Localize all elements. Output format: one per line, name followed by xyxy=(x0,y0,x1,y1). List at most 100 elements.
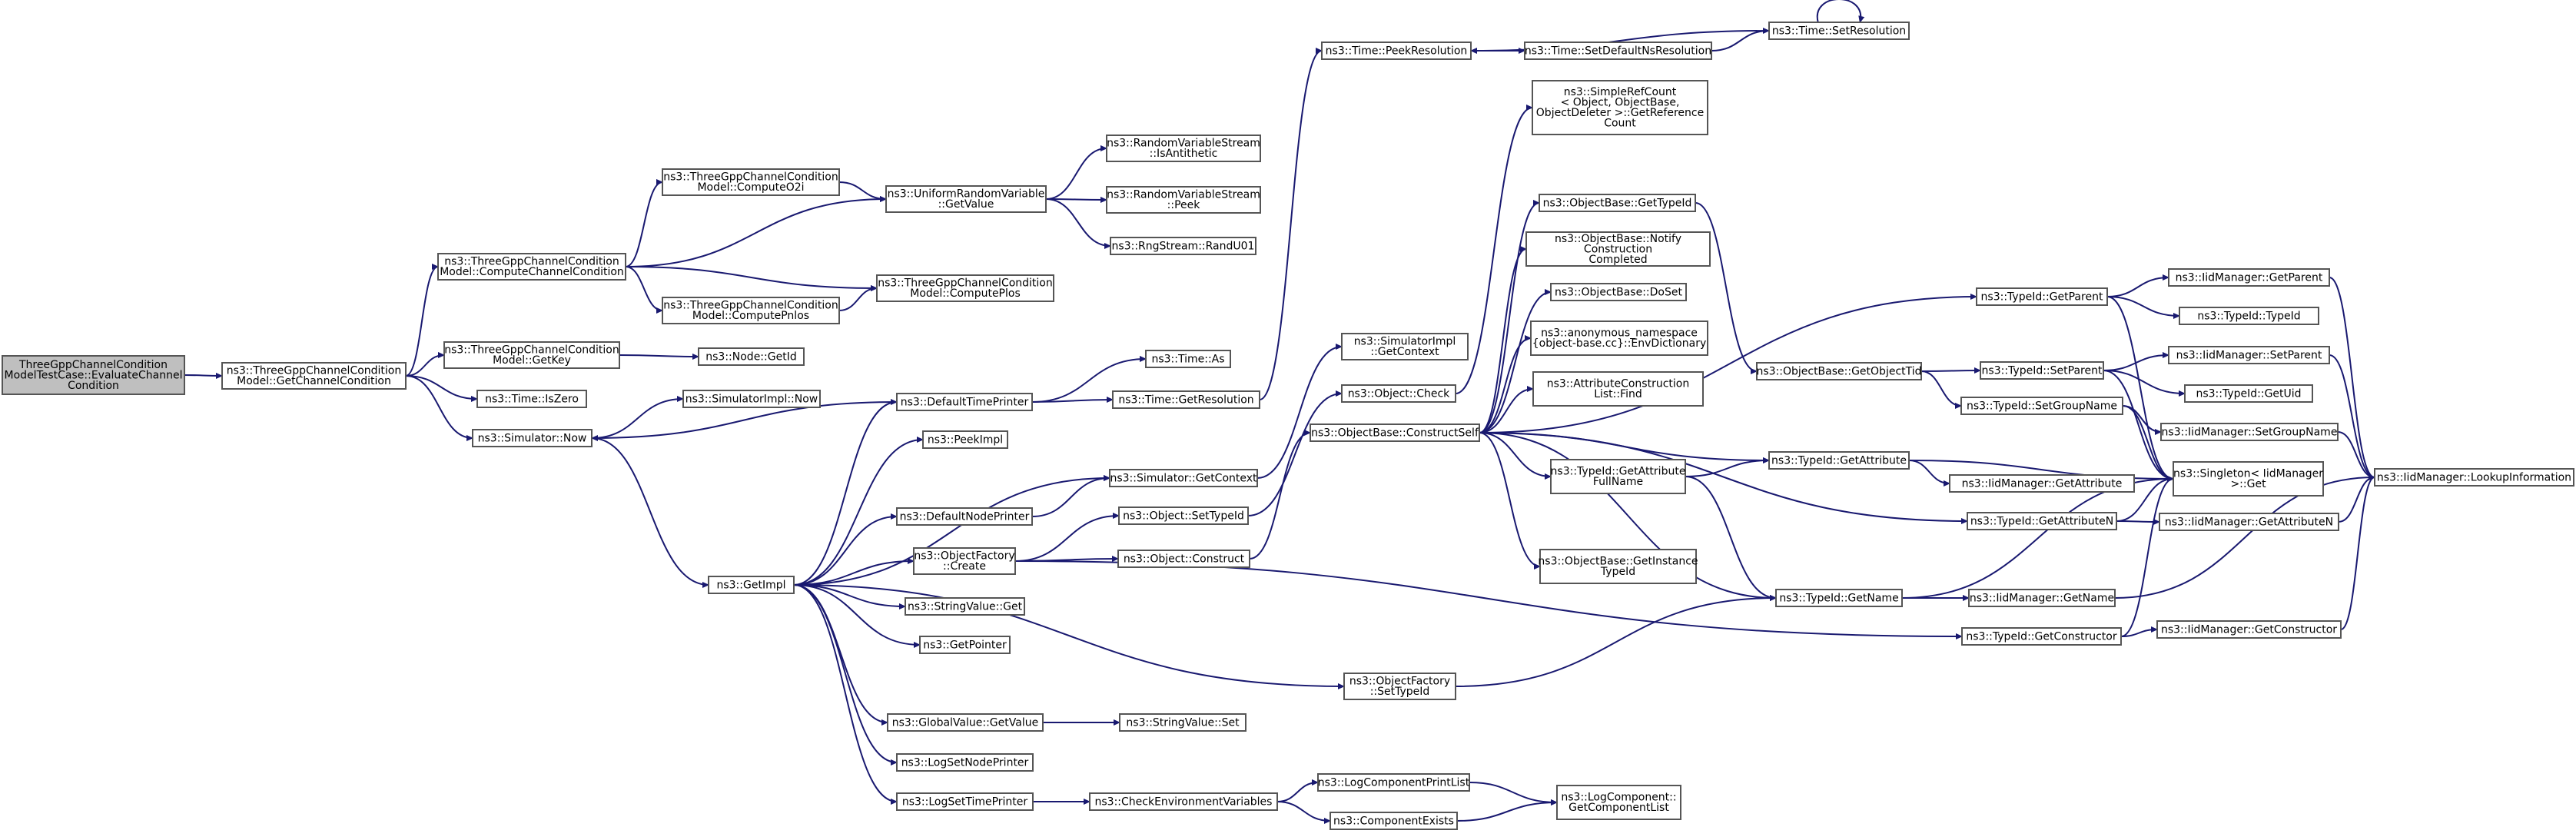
node-getobjtid[interactable]: ns3::ObjectBase::GetObjectTid xyxy=(1756,362,1922,380)
node-box[interactable] xyxy=(2160,423,2339,441)
node-box[interactable] xyxy=(1976,287,2108,306)
node-box[interactable] xyxy=(896,753,1034,772)
node-box[interactable] xyxy=(2184,384,2313,403)
node-getres[interactable]: ns3::Time::GetResolution xyxy=(1112,390,1260,409)
node-box[interactable] xyxy=(1768,22,1910,40)
node-gvgetvalue[interactable]: ns3::GlobalValue::GetValue xyxy=(887,713,1044,732)
node-box[interactable] xyxy=(1556,785,1681,820)
node-obgettid[interactable]: ns3::ObjectBase::GetTypeId xyxy=(1539,194,1696,212)
node-box[interactable] xyxy=(1341,333,1469,360)
node-box[interactable] xyxy=(1109,469,1258,487)
node-tidgetattrn[interactable]: ns3::TypeId::GetAttributeN xyxy=(1967,512,2117,530)
node-box[interactable] xyxy=(905,597,1025,616)
node-box[interactable] xyxy=(1539,194,1696,212)
node-box[interactable] xyxy=(1117,550,1250,568)
node-box[interactable] xyxy=(698,347,805,366)
node-tidgetctor[interactable]: ns3::TypeId::GetConstructor xyxy=(1961,627,2122,646)
node-box[interactable] xyxy=(1968,589,2116,607)
node-box[interactable] xyxy=(1961,627,2122,646)
node-ofsettid[interactable]: ns3::ObjectFactory::SetTypeId xyxy=(1343,673,1456,700)
node-box[interactable] xyxy=(887,713,1044,732)
node-simgetctx[interactable]: ns3::Simulator::GetContext xyxy=(1109,469,1258,487)
node-box[interactable] xyxy=(1949,474,2135,493)
node-box[interactable] xyxy=(1110,237,1256,255)
node-box[interactable] xyxy=(1317,773,1470,792)
node-peekres[interactable]: ns3::Time::PeekResolution xyxy=(1321,42,1472,60)
node-box[interactable] xyxy=(919,636,1011,654)
node-root[interactable]: ThreeGppChannelConditionModelTestCase::E… xyxy=(2,355,185,395)
node-box[interactable] xyxy=(1967,512,2117,530)
node-box[interactable] xyxy=(1145,350,1231,368)
node-setres[interactable]: ns3::Time::SetResolution xyxy=(1768,22,1910,40)
node-lookupinfo[interactable]: ns3::IidManager::LookupInformation xyxy=(2374,468,2574,487)
node-doset[interactable]: ns3::ObjectBase::DoSet xyxy=(1550,283,1687,301)
node-box[interactable] xyxy=(1960,397,2123,415)
node-singleton[interactable]: ns3::Singleton< IidManager>::Get xyxy=(2173,461,2324,497)
node-box[interactable] xyxy=(1775,589,1903,607)
node-timeas[interactable]: ns3::Time::As xyxy=(1145,350,1231,368)
node-implnow[interactable]: ns3::SimulatorImpl::Now xyxy=(682,390,821,408)
node-imsetgroup[interactable]: ns3::IidManager::SetGroupName xyxy=(2160,423,2339,441)
node-box[interactable] xyxy=(896,393,1033,411)
node-box[interactable] xyxy=(2168,268,2330,287)
node-box[interactable] xyxy=(1532,80,1708,135)
node-svget[interactable]: ns3::StringValue::Get xyxy=(905,597,1025,616)
node-lcgetlist[interactable]: ns3::LogComponent::GetComponentList xyxy=(1556,785,1681,820)
node-peekimpl[interactable]: ns3::PeekImpl xyxy=(922,430,1008,449)
node-objcheck[interactable]: ns3::Object::Check xyxy=(1341,384,1456,403)
node-box[interactable] xyxy=(1525,231,1711,267)
node-box[interactable] xyxy=(922,430,1008,449)
node-box[interactable] xyxy=(662,168,840,196)
node-box[interactable] xyxy=(221,362,407,390)
node-simplerefcount[interactable]: ns3::SimpleRefCount< Object, ObjectBase,… xyxy=(1532,80,1708,135)
node-lcprintlist[interactable]: ns3::LogComponentPrintList xyxy=(1317,773,1470,792)
node-box[interactable] xyxy=(896,792,1034,811)
node-box[interactable] xyxy=(2374,468,2574,487)
node-defnodep[interactable]: ns3::DefaultNodePrinter xyxy=(896,507,1033,526)
node-box[interactable] xyxy=(708,576,795,594)
node-box[interactable] xyxy=(1310,423,1480,442)
node-box[interactable] xyxy=(2173,461,2324,497)
node-tidgetattr[interactable]: ns3::TypeId::GetAttribute xyxy=(1768,451,1910,470)
node-tidsetparent[interactable]: ns3::TypeId::SetParent xyxy=(1980,361,2104,380)
node-randu01[interactable]: ns3::RngStream::RandU01 xyxy=(1110,237,1256,255)
node-box[interactable] xyxy=(885,185,1047,213)
node-box[interactable] xyxy=(2156,620,2342,639)
node-box[interactable] xyxy=(1321,42,1472,60)
node-imgetattrn[interactable]: ns3::IidManager::GetAttributeN xyxy=(2159,513,2339,531)
node-getkey[interactable]: ns3::ThreeGppChannelConditionModel::GetK… xyxy=(443,341,620,369)
node-getpointer[interactable]: ns3::GetPointer xyxy=(919,636,1011,654)
node-box[interactable] xyxy=(876,274,1054,302)
node-svset[interactable]: ns3::StringValue::Set xyxy=(1119,713,1247,732)
node-getimpl[interactable]: ns3::GetImpl xyxy=(708,576,795,594)
node-urvget[interactable]: ns3::UniformRandomVariable::GetValue xyxy=(885,185,1047,213)
node-box[interactable] xyxy=(1089,792,1278,811)
node-simnow[interactable]: ns3::Simulator::Now xyxy=(472,429,593,447)
node-box[interactable] xyxy=(1550,283,1687,301)
node-tidsetgroup[interactable]: ns3::TypeId::SetGroupName xyxy=(1960,397,2123,415)
node-imsetparent[interactable]: ns3::IidManager::SetParent xyxy=(2168,346,2330,364)
node-box[interactable] xyxy=(1768,451,1910,470)
node-objsettid[interactable]: ns3::Object::SetTypeId xyxy=(1118,507,1249,525)
node-box[interactable] xyxy=(682,390,821,408)
node-box[interactable] xyxy=(476,390,587,408)
node-box[interactable] xyxy=(1530,321,1708,356)
node-plos[interactable]: ns3::ThreeGppChannelConditionModel::Comp… xyxy=(876,274,1054,302)
node-imgetparent[interactable]: ns3::IidManager::GetParent xyxy=(2168,268,2330,287)
node-getid[interactable]: ns3::Node::GetId xyxy=(698,347,805,366)
node-box[interactable] xyxy=(2168,346,2330,364)
node-ofcreate[interactable]: ns3::ObjectFactory::Create xyxy=(913,547,1016,575)
node-tidgetuid[interactable]: ns3::TypeId::GetUid xyxy=(2184,384,2313,403)
node-o2i[interactable]: ns3::ThreeGppChannelConditionModel::Comp… xyxy=(662,168,840,196)
node-box[interactable] xyxy=(437,253,626,281)
node-implgetctx[interactable]: ns3::SimulatorImpl::GetContext xyxy=(1341,333,1469,360)
node-getcc[interactable]: ns3::ThreeGppChannelConditionModel::GetC… xyxy=(221,362,407,390)
node-checkenv[interactable]: ns3::CheckEnvironmentVariables xyxy=(1089,792,1278,811)
node-box[interactable] xyxy=(662,297,840,324)
node-box[interactable] xyxy=(1329,812,1458,830)
node-box[interactable] xyxy=(443,341,620,369)
node-box[interactable] xyxy=(472,429,593,447)
node-antithetic[interactable]: ns3::RandomVariableStream::IsAntithetic xyxy=(1106,135,1261,162)
node-computecc[interactable]: ns3::ThreeGppChannelConditionModel::Comp… xyxy=(437,253,626,281)
